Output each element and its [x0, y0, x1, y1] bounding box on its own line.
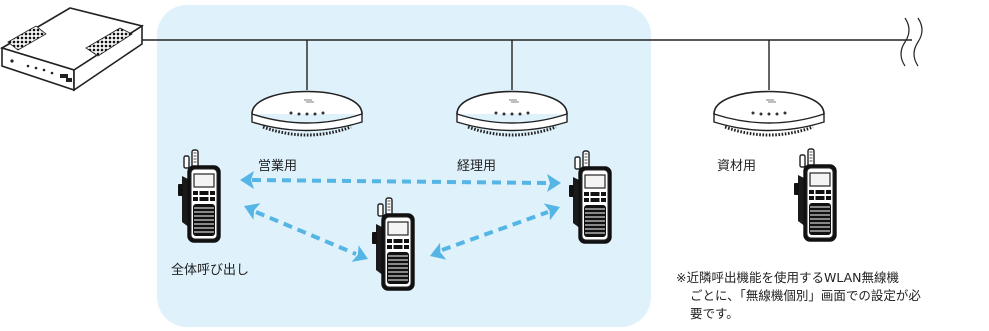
label-sales: 営業用: [258, 159, 298, 174]
access-point-materials: [712, 90, 826, 137]
group-area: [157, 5, 651, 327]
note-line-1: ※近隣呼出機能を使用するWLAN無線機: [676, 270, 899, 285]
label-all-call: 全体呼び出し: [171, 263, 250, 278]
radio-materials: [793, 148, 837, 242]
label-materials: 資材用: [717, 159, 757, 174]
radio-link-left-center: [240, 197, 372, 268]
note-line-3: 要です。: [690, 306, 739, 321]
note-line-2: ごとに、「無線機個別」画面での設定が必: [690, 288, 921, 303]
radio-link-center-right: [426, 198, 564, 265]
label-accounting: 経理用: [457, 159, 497, 174]
radio-link-left-right: [240, 171, 561, 192]
controller-device: [0, 7, 144, 92]
setting-note: ※近隣呼出機能を使用するWLAN無線機 ごとに、「無線機個別」画面での設定が必 …: [676, 269, 988, 323]
line-break-mark: [900, 17, 910, 67]
